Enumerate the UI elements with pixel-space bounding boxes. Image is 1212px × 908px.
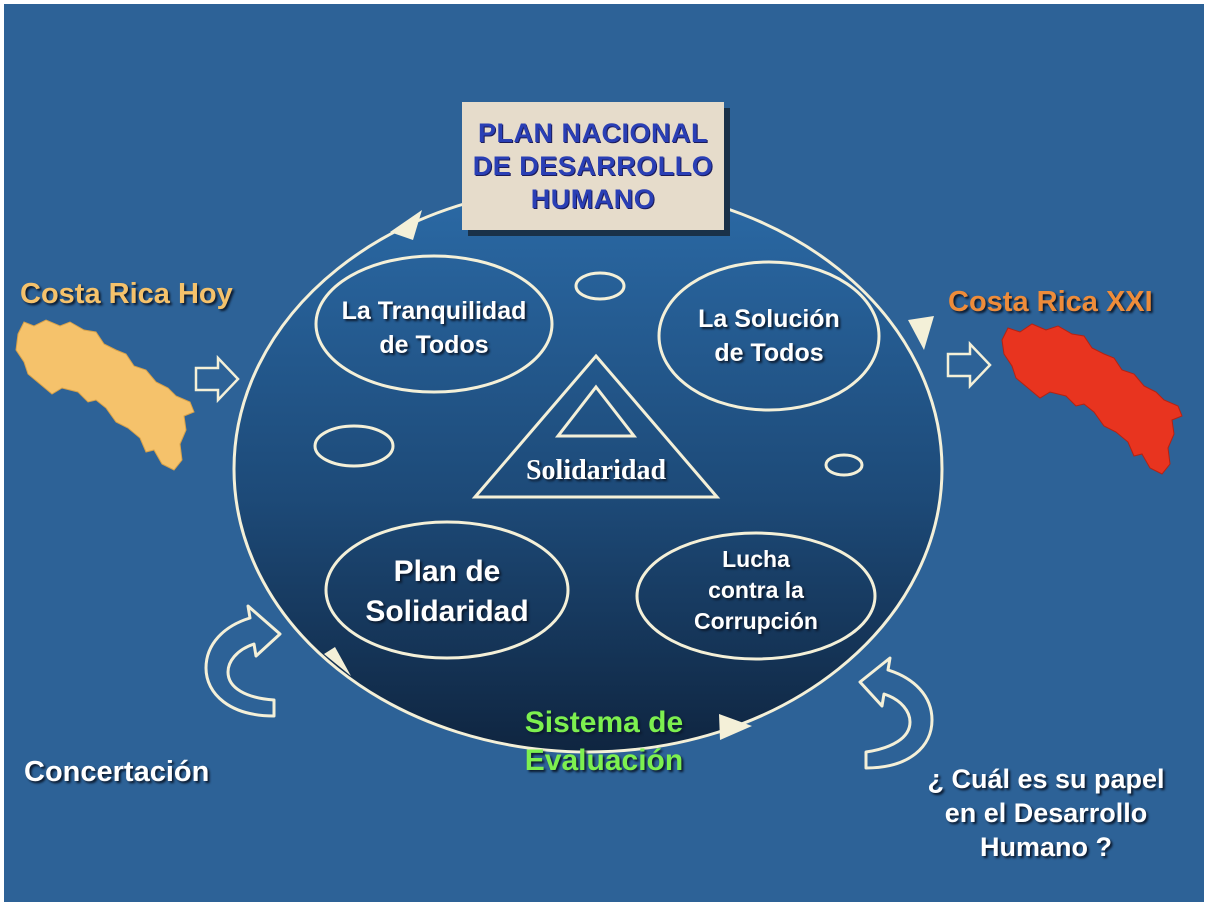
tranquilidad-line-2: de Todos: [379, 331, 489, 359]
curved-arrow-question: [858, 656, 934, 770]
lucha-line-1: Lucha: [722, 546, 790, 572]
diagram-canvas: [15, 184, 1183, 770]
cycle-arrowhead-bottom-left: [324, 647, 351, 676]
tranquilidad-line-1: La Tranquilidad: [341, 297, 527, 325]
lucha-line-2: contra la: [708, 577, 804, 603]
small-ellipse-left: [313, 424, 395, 468]
solucion-line-1: La Solución: [698, 305, 840, 333]
curved-arrow-concertacion: [204, 604, 282, 718]
cycle-arrowhead-bottom: [719, 714, 752, 740]
solucion-text: La Solución de Todos: [659, 302, 879, 370]
solucion-line-2: de Todos: [714, 339, 824, 367]
tranquilidad-text: La Tranquilidad de Todos: [314, 294, 554, 362]
ellipse-tranquilidad: [314, 254, 554, 394]
small-ellipse-right: [824, 453, 864, 477]
costa-rica-hoy-label: Costa Rica Hoy: [20, 278, 233, 310]
plan-solidaridad-text: Plan de Solidaridad: [326, 552, 568, 632]
plan-solidaridad-line-2: Solidaridad: [365, 595, 529, 628]
lucha-line-3: Corrupción: [694, 608, 818, 634]
ellipse-solucion: [657, 260, 881, 412]
triangle-inner: [554, 384, 638, 438]
evaluacion-line-1: Sistema de: [524, 706, 684, 739]
question-line-3: Humano ?: [980, 832, 1112, 862]
question-label: ¿ Cuál es su papel en el Desarrollo Huma…: [896, 762, 1196, 864]
plan-nacional-title-box: PLAN NACIONAL DE DESARROLLO HUMANO: [462, 102, 724, 230]
title-line-1: PLAN NACIONAL: [478, 117, 708, 148]
question-line-2: en el Desarrollo: [944, 798, 1148, 828]
cycle-arrowhead-top-left: [390, 210, 422, 240]
cycle-arrowhead-right: [908, 316, 934, 350]
sistema-evaluacion-label: Sistema de Evaluación: [494, 704, 714, 780]
costa-rica-map-hoy: [15, 319, 195, 471]
title-line-3: HUMANO: [530, 183, 656, 214]
plan-solidaridad-line-1: Plan de: [393, 555, 501, 588]
concertacion-label: Concertación: [24, 756, 210, 788]
slide-background: PLAN NACIONAL DE DESARROLLO HUMANO Costa…: [4, 4, 1204, 902]
triangle-outer: [471, 353, 721, 499]
ellipse-lucha-corrupcion: [635, 531, 877, 661]
ellipse-plan-solidaridad: [324, 520, 570, 660]
costa-rica-xxi-label: Costa Rica XXI: [948, 286, 1153, 318]
costa-rica-map-xxi: [1001, 323, 1183, 475]
hollow-arrow-right: [946, 340, 992, 390]
question-line-1: ¿ Cuál es su papel: [927, 764, 1165, 794]
solidaridad-triangle-label: Solidaridad: [525, 455, 667, 486]
hollow-arrow-left: [194, 354, 240, 404]
lucha-text: Lucha contra la Corrupción: [638, 544, 874, 637]
title-line-2: DE DESARROLLO: [472, 150, 714, 181]
small-ellipse-top: [574, 271, 626, 301]
evaluacion-line-2: Evaluación: [524, 744, 684, 777]
